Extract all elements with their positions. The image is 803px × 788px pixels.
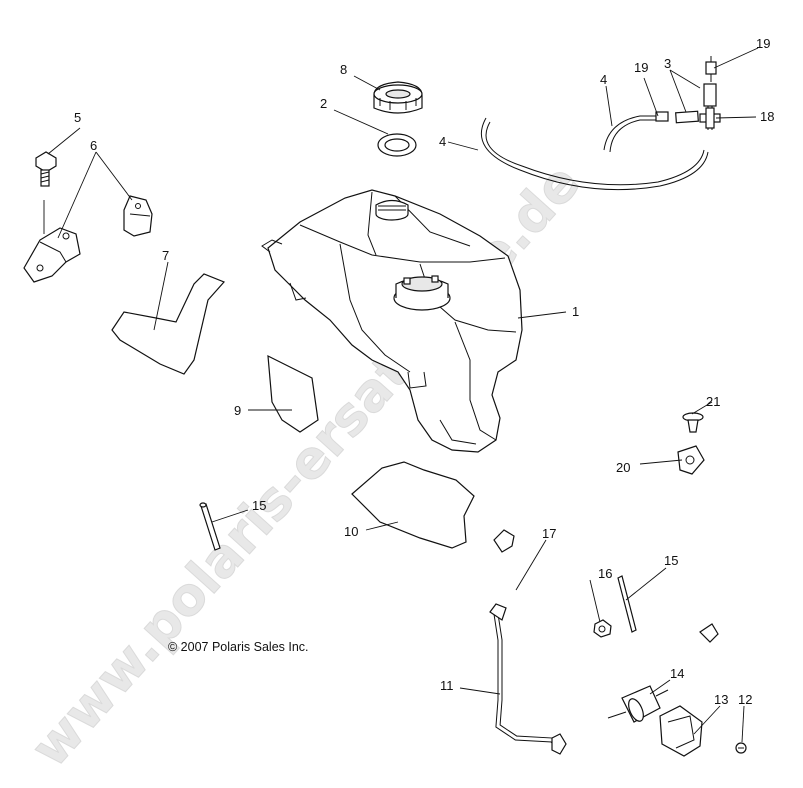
callout-14: 14 (670, 666, 684, 681)
filter-bracket (659, 705, 703, 757)
callout-20: 20 (616, 460, 630, 475)
push-rivet (682, 412, 704, 433)
callout-19-upper: 19 (756, 36, 770, 51)
insulation-panel (267, 354, 319, 433)
small-screw (735, 742, 747, 754)
callout-4-lower: 4 (439, 134, 446, 149)
fuel-filter (607, 685, 669, 723)
copyright-notice: © 2007 Polaris Sales Inc. (168, 640, 309, 654)
strap-rod-left (199, 502, 221, 551)
leader-lines (47, 47, 759, 743)
fuel-cap (373, 81, 423, 114)
hose-clip (677, 445, 705, 475)
callout-9: 9 (234, 403, 241, 418)
callout-12: 12 (738, 692, 752, 707)
check-valve-lower (648, 111, 669, 122)
heat-shield (351, 461, 475, 549)
callout-labels: 1 2 3 4 4 5 6 7 8 9 10 11 12 13 14 15 15… (74, 36, 774, 707)
callout-4-upper: 4 (600, 72, 607, 87)
clamp-nut (593, 619, 612, 638)
callout-13: 13 (714, 692, 728, 707)
callout-6: 6 (90, 138, 97, 153)
callout-15-right: 15 (664, 553, 678, 568)
gasket-ring (377, 133, 417, 157)
callout-11: 11 (440, 678, 454, 693)
callout-15-left: 15 (252, 498, 266, 513)
fuel-line-upper (493, 529, 719, 650)
callout-1: 1 (572, 304, 579, 319)
callout-21: 21 (706, 394, 720, 409)
callout-8: 8 (340, 62, 347, 77)
callout-18: 18 (760, 109, 774, 124)
strap-rod-right (617, 575, 637, 633)
vent-hose-piece (675, 83, 717, 124)
callout-19-lower: 19 (634, 60, 648, 75)
callout-2: 2 (320, 96, 327, 111)
callout-17: 17 (542, 526, 556, 541)
callout-10: 10 (344, 524, 358, 539)
bracket-left (23, 227, 81, 283)
foam-pad (111, 273, 226, 375)
callout-7: 7 (162, 248, 169, 263)
bolt (35, 151, 57, 234)
callout-3: 3 (664, 56, 671, 71)
fuel-tank (261, 189, 523, 453)
bracket-right (123, 195, 153, 237)
callout-5: 5 (74, 110, 81, 125)
callout-16: 16 (598, 566, 612, 581)
check-valve-upper (705, 56, 717, 82)
fuel-line-lower (489, 603, 567, 755)
